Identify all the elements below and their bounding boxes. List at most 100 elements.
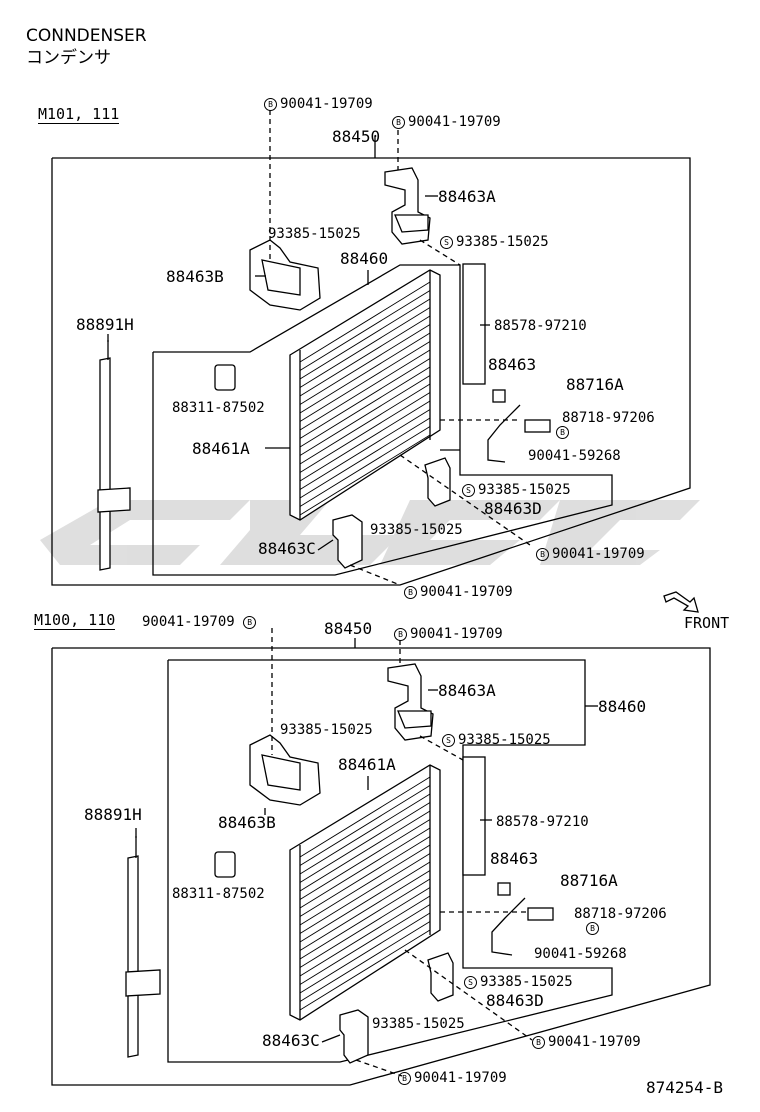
upper-label-88463A: 88463A xyxy=(438,187,496,206)
condenser-fin xyxy=(299,861,431,943)
bolt-marker-icon: B xyxy=(398,1072,411,1085)
bolt-marker-icon: B xyxy=(536,548,549,561)
upper-label-93385-d: 93385-15025 xyxy=(370,522,463,538)
lower-label-93385-a: 93385-15025 xyxy=(280,722,373,738)
lower-bolt-90041-c-marker: B xyxy=(586,920,602,936)
upper-bracket-88463A xyxy=(384,167,431,245)
condenser-fin xyxy=(299,895,431,977)
upper-foam-strip xyxy=(462,263,486,385)
lower-label-88463: 88463 xyxy=(490,849,539,868)
lower-variant-label: M100, 110 xyxy=(34,611,116,630)
upper-outline xyxy=(51,157,691,586)
bolt-marker-icon: B xyxy=(243,616,257,629)
condenser-fin xyxy=(299,375,431,456)
upper-label-88718: 88718-97206 xyxy=(562,410,655,426)
condenser-fin xyxy=(299,853,431,934)
lower-cushion xyxy=(214,851,236,878)
upper-label-93385-a: 93385-15025 xyxy=(268,226,361,242)
condenser-fin xyxy=(299,921,431,1002)
lower-label-90041-a: 90041-19709 B xyxy=(142,614,259,630)
bolt-marker-icon: B xyxy=(392,116,405,129)
condenser-fin xyxy=(299,332,431,414)
condenser-fin xyxy=(299,810,431,892)
lower-label-88463C: 88463C xyxy=(262,1031,320,1050)
upper-leader-lines xyxy=(107,136,490,551)
lower-dash-lines xyxy=(271,628,533,1077)
lower-label-88450: 88450 xyxy=(324,619,373,638)
upper-variant-label: M101, 111 xyxy=(38,105,120,124)
upper-label-90041-c: 90041-59268 xyxy=(528,448,621,464)
condenser-fin xyxy=(299,298,431,380)
lower-foam-strip xyxy=(462,756,486,876)
upper-label-88463D: 88463D xyxy=(484,499,542,518)
upper-label-88463B: 88463B xyxy=(166,267,224,286)
title-jp: コンデンサ xyxy=(26,48,111,68)
condenser-fin xyxy=(299,904,431,985)
title-en: CONNDENSER xyxy=(26,26,147,46)
upper-label-88461A: 88461A xyxy=(192,439,250,458)
condenser-fin xyxy=(299,929,431,1011)
seal-marker-icon: S xyxy=(442,734,455,747)
lower-label-88716A: 88716A xyxy=(560,871,618,890)
condenser-fin xyxy=(299,870,431,951)
upper-label-88578: 88578-97210 xyxy=(494,318,587,334)
lower-side-panel xyxy=(125,836,161,1058)
upper-label-88463: 88463 xyxy=(488,355,537,374)
upper-pipe-clamp xyxy=(524,419,551,433)
condenser-fin xyxy=(299,844,431,926)
upper-condenser-core xyxy=(289,269,441,521)
seal-marker-icon: S xyxy=(440,236,453,249)
upper-pipe xyxy=(487,404,521,463)
upper-bolt-90041-c-marker: B xyxy=(556,424,572,440)
upper-bracket-88463D xyxy=(424,457,451,507)
condenser-fin xyxy=(299,315,431,397)
condenser-fin xyxy=(299,281,431,363)
bolt-marker-icon: B xyxy=(394,628,407,641)
condenser-fin xyxy=(299,409,431,490)
upper-bracket-88463B xyxy=(249,239,321,311)
lower-label-88463D: 88463D xyxy=(486,991,544,1010)
lower-bracket-88463B xyxy=(249,734,321,806)
condenser-fin xyxy=(299,383,431,465)
condenser-fin xyxy=(299,836,431,917)
lower-label-88891H: 88891H xyxy=(84,805,142,824)
bolt-marker-icon: B xyxy=(556,426,569,439)
condenser-fin xyxy=(299,793,431,875)
seal-marker-icon: S xyxy=(462,484,475,497)
condenser-fin xyxy=(299,307,431,388)
bolt-marker-icon: B xyxy=(586,922,599,935)
lower-leader-lines xyxy=(135,638,598,1043)
condenser-fin xyxy=(299,827,431,909)
upper-label-88311: 88311-87502 xyxy=(172,400,265,416)
upper-label-88463C: 88463C xyxy=(258,539,316,558)
lower-clip-88463 xyxy=(497,882,511,896)
condenser-fin xyxy=(299,878,431,960)
document-number: 874254-B xyxy=(646,1078,724,1097)
condenser-fin xyxy=(299,417,431,499)
condenser-fin xyxy=(299,426,431,507)
lower-outline xyxy=(51,647,711,1086)
condenser-fin xyxy=(299,358,431,439)
seal-marker-icon: S xyxy=(464,976,477,989)
condenser-fin xyxy=(299,785,431,866)
upper-label-88450: 88450 xyxy=(332,127,381,146)
lower-condenser-core xyxy=(289,764,441,1021)
condenser-fin xyxy=(299,392,431,473)
upper-bracket-88463C xyxy=(332,514,363,569)
bolt-marker-icon: B xyxy=(532,1036,545,1049)
condenser-fin xyxy=(299,887,431,968)
condenser-fin xyxy=(299,341,431,422)
upper-dash-lines xyxy=(269,110,531,586)
lower-pipe xyxy=(491,897,526,956)
condenser-fin xyxy=(299,819,431,900)
lower-bracket-88463C xyxy=(339,1009,369,1064)
